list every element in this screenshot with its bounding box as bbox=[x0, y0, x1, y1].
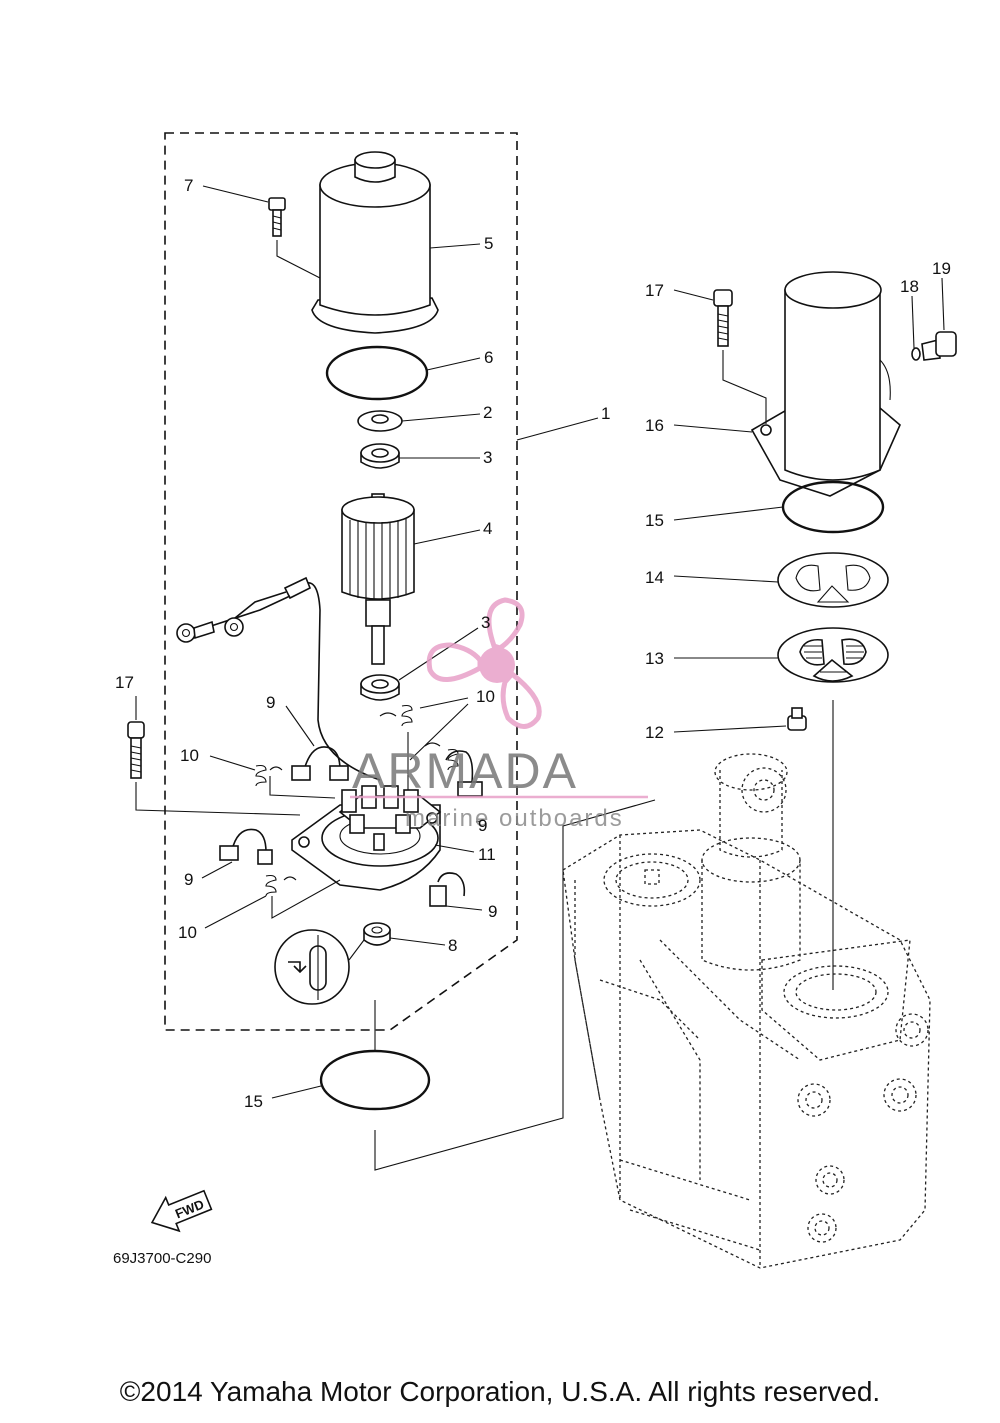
leader-7-path bbox=[276, 240, 321, 279]
leader-11 bbox=[434, 844, 475, 853]
part-5-motor-yoke bbox=[311, 151, 439, 334]
callout-16: 16 bbox=[645, 416, 664, 435]
leader-1 bbox=[516, 417, 599, 441]
leader-18 bbox=[911, 295, 915, 349]
leader-6 bbox=[426, 357, 481, 371]
part-10-spring-d bbox=[265, 874, 297, 897]
fwd-arrow: FWD bbox=[150, 1189, 213, 1233]
leader-9d bbox=[445, 905, 483, 911]
part-15-o-ring-left bbox=[319, 1049, 431, 1111]
callout-2: 2 bbox=[483, 403, 492, 422]
callout-7: 7 bbox=[184, 176, 193, 195]
leader-9a bbox=[285, 705, 315, 747]
watermark-tagline: marine outboards bbox=[405, 805, 624, 832]
callout-9d: 9 bbox=[488, 902, 497, 921]
part-17-bolt-left bbox=[127, 721, 145, 779]
part-19-filler-plug bbox=[921, 331, 957, 361]
part-16-reservoir bbox=[750, 271, 901, 497]
callout-19: 19 bbox=[932, 259, 951, 278]
leader-19 bbox=[941, 277, 945, 331]
watermark-brand: ARMADA bbox=[352, 743, 578, 799]
part-10-spring-a bbox=[379, 704, 413, 727]
part-13-filter bbox=[777, 627, 889, 683]
callout-15b: 15 bbox=[244, 1092, 263, 1111]
hydraulic-housing bbox=[562, 753, 931, 1269]
leader-15b bbox=[271, 1085, 322, 1099]
callout-12: 12 bbox=[645, 723, 664, 742]
lead-wire-terminals bbox=[176, 576, 381, 781]
part-14-gasket bbox=[777, 552, 889, 608]
callout-8: 8 bbox=[448, 936, 457, 955]
part-9-brush-b bbox=[445, 750, 483, 797]
leader-7 bbox=[202, 185, 269, 203]
leader-10b bbox=[209, 755, 256, 771]
leader-inset bbox=[348, 939, 365, 961]
callout-3b: 3 bbox=[481, 613, 490, 632]
part-17-bolt-right bbox=[713, 289, 733, 347]
inset-detail bbox=[274, 929, 350, 1005]
part-2-oil-seal bbox=[357, 410, 403, 432]
callout-9b: 9 bbox=[478, 816, 487, 835]
part-6-o-ring bbox=[325, 345, 429, 401]
callout-18: 18 bbox=[900, 277, 919, 296]
callout-1: 1 bbox=[601, 404, 610, 423]
watermark: ARMADA marine outboards bbox=[350, 597, 648, 832]
callout-17b: 17 bbox=[645, 281, 664, 300]
part-3-bearing-lower bbox=[360, 674, 400, 701]
leader-15a bbox=[673, 506, 784, 521]
leader-12 bbox=[673, 725, 787, 733]
guide-15-body bbox=[374, 799, 656, 1171]
leader-4 bbox=[413, 529, 481, 545]
leader-2 bbox=[401, 413, 481, 422]
callout-10c: 10 bbox=[178, 923, 197, 942]
callout-4: 4 bbox=[483, 519, 492, 538]
motor-assembly-outline bbox=[164, 132, 518, 1031]
watermark-blade-right bbox=[500, 670, 542, 729]
callout-14: 14 bbox=[645, 568, 664, 587]
part-18-o-ring-small bbox=[911, 347, 921, 361]
part-8-bushing bbox=[363, 922, 391, 946]
leader-17a-path bbox=[135, 782, 301, 816]
leader-10a bbox=[409, 697, 469, 761]
part-12-plug bbox=[787, 707, 807, 731]
callout-9c: 9 bbox=[184, 870, 193, 889]
leader-9b bbox=[475, 819, 485, 823]
callout-3a: 3 bbox=[483, 448, 492, 467]
callout-9a: 9 bbox=[266, 693, 275, 712]
copyright-notice: ©2014 Yamaha Motor Corporation, U.S.A. A… bbox=[119, 1376, 881, 1407]
diagram-code: 69J3700-C290 bbox=[113, 1250, 211, 1267]
part-10-spring-c bbox=[255, 764, 283, 787]
leader-17b bbox=[673, 289, 714, 301]
leader-3b bbox=[398, 627, 479, 681]
watermark-blade-top bbox=[486, 597, 525, 651]
leader-14 bbox=[673, 575, 779, 583]
callout-10a: 10 bbox=[476, 687, 495, 706]
part-3-bearing-upper bbox=[360, 443, 400, 469]
leader-17b-path bbox=[722, 350, 767, 424]
part-9-brush-c bbox=[219, 828, 273, 865]
part-4-armature bbox=[341, 493, 415, 665]
leader-8 bbox=[389, 937, 446, 946]
part-11-brush-holder bbox=[291, 785, 442, 891]
callout-10b: 10 bbox=[180, 746, 199, 765]
assembly-guides-10 bbox=[269, 732, 409, 919]
leader-16 bbox=[673, 424, 753, 433]
leader-5 bbox=[429, 243, 481, 249]
watermark-hub bbox=[479, 647, 515, 683]
leader-9c bbox=[201, 861, 233, 879]
part-9-brush-a bbox=[291, 746, 349, 781]
callout-5: 5 bbox=[484, 234, 493, 253]
callout-17a: 17 bbox=[115, 673, 134, 692]
callout-6: 6 bbox=[484, 348, 493, 367]
watermark-blade-left bbox=[426, 642, 483, 682]
callout-13: 13 bbox=[645, 649, 664, 668]
part-7-screw bbox=[268, 197, 286, 237]
part-9-brush-d bbox=[429, 872, 466, 907]
leader-10c bbox=[204, 895, 267, 929]
callout-15a: 15 bbox=[645, 511, 664, 530]
callout-11: 11 bbox=[478, 845, 496, 864]
